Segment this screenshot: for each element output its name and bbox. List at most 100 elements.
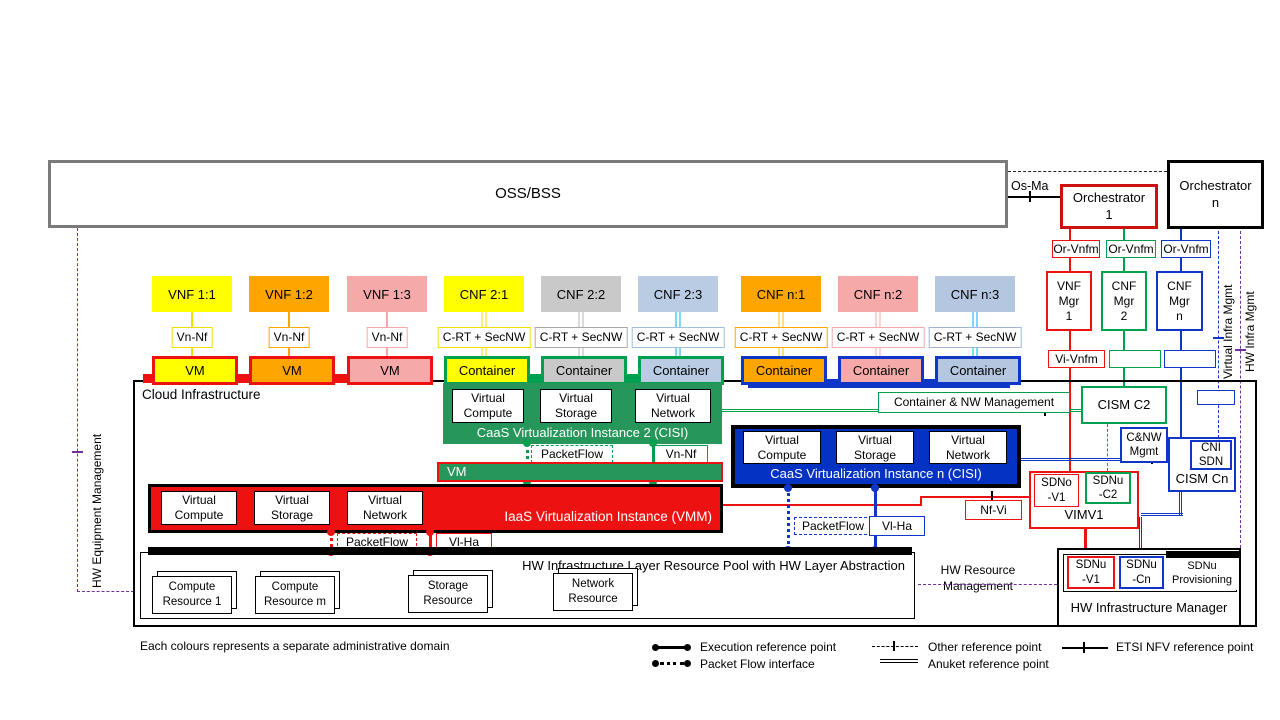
- nf-ref-label: C-RT + SecNW: [437, 327, 531, 348]
- container-box: Container: [638, 356, 724, 385]
- empty-green-box: [1109, 350, 1161, 368]
- legend-execution-icon: [684, 644, 691, 651]
- hw-abstraction-bar: [148, 547, 912, 555]
- hw-equipment-mgmt-label: HW Equipment Management: [90, 433, 104, 588]
- nf-vi-line: [920, 496, 1030, 498]
- caas2-cisi-box: Virtual Compute Virtual Storage Virtual …: [443, 383, 722, 444]
- hw-equipment-mgmt-line: [77, 228, 78, 592]
- orchestrator-1-box: Orchestrator 1: [1060, 184, 1158, 229]
- sdnu-v1-box: SDNu -V1: [1067, 556, 1115, 589]
- hw-infra-manager-box: SDNu -V1 SDNu -Cn SDNu Provisioning HW I…: [1057, 548, 1241, 627]
- endpoint-dot: [327, 528, 335, 536]
- nf-column-cnf23: CNF 2:3 C-RT + SecNW Container: [631, 276, 725, 385]
- iaas-vlha-line: [429, 531, 432, 553]
- nf-box: CNF 2:1: [444, 276, 524, 312]
- virtual-network-box: Virtual Network: [347, 491, 423, 525]
- endpoint-dot: [649, 439, 657, 447]
- or-vnfm-label-green: Or-Vnfm: [1106, 240, 1156, 258]
- vm-bar-label: VM: [447, 464, 467, 479]
- empty-blue-box-small: [1197, 390, 1235, 405]
- nf-box: CNF n:1: [741, 276, 821, 312]
- cism-cn-sdnu-line: [1141, 513, 1183, 516]
- nf-column-cnfn1: CNF n:1 C-RT + SecNW Container: [734, 276, 828, 385]
- virtual-storage-box: Virtual Storage: [836, 431, 914, 464]
- cnw-mgmt-box: C&NW Mgmt: [1120, 427, 1168, 463]
- stack-front: Compute Resource m: [255, 576, 335, 614]
- empty-blue-box: [1164, 350, 1216, 368]
- hw-resource-mgmt-line: [918, 584, 1057, 585]
- stack-front: Storage Resource: [408, 575, 488, 613]
- nf-column-cnfn3: CNF n:3 C-RT + SecNW Container: [928, 276, 1022, 385]
- cni-sdn-box: CNI SDN: [1190, 440, 1232, 470]
- hw-equipment-mgmt-line-horizontal: [77, 591, 134, 592]
- nf-column-vnf11: VNF 1:1 Vn-Nf VM: [152, 276, 238, 385]
- legend-packetflow-icon: [652, 660, 659, 667]
- legend-execution-icon: [652, 644, 659, 651]
- vimv1-sdnu-red-line: [1084, 529, 1087, 554]
- nf-vi-label: Nf-Vi: [965, 500, 1022, 520]
- vl-ha-label-blue: Vl-Ha: [869, 516, 925, 536]
- legend-etsi-label: ETSI NFV reference point: [1116, 640, 1254, 654]
- cism-c2-dashed-line: [1107, 424, 1108, 471]
- virtual-compute-box: Virtual Compute: [743, 431, 821, 464]
- cism-cn-sdnu-line: [1179, 492, 1182, 515]
- container-nw-mgmt-label: Container & NW Management: [878, 392, 1070, 413]
- virtual-storage-box: Virtual Storage: [254, 491, 330, 525]
- endpoint-dot: [649, 478, 657, 486]
- nf-vi-line: [920, 496, 922, 506]
- legend-etsi-icon: [1062, 647, 1108, 649]
- vi-vnfm-label: Vi-Vnfm: [1048, 350, 1105, 368]
- nf-ref-label: Vn-Nf: [268, 327, 310, 348]
- caasn-title: CaaS Virtualization Instance n (CISI): [770, 466, 982, 481]
- virtual-storage-box: Virtual Storage: [540, 389, 612, 423]
- cism-cn-sdnu-line: [1139, 517, 1142, 554]
- or-vnfm-label-blue: Or-Vnfm: [1161, 240, 1211, 258]
- sdnu-cn-box: SDNu -Cn: [1119, 556, 1164, 589]
- nf-ref-label: C-RT + SecNW: [928, 327, 1022, 348]
- container-box: Container: [838, 356, 924, 385]
- nf-box: VNF 1:1: [152, 276, 232, 312]
- legend-execution-icon: [657, 646, 685, 649]
- endpoint-dot: [871, 484, 879, 492]
- container-box: Container: [935, 356, 1021, 385]
- legend-packetflow-icon: [684, 660, 691, 667]
- nf-ref-label: C-RT + SecNW: [734, 327, 828, 348]
- nf-box: VNF 1:3: [347, 276, 427, 312]
- hw-infra-mgmt-line: [1240, 231, 1241, 548]
- packetflow-label-green: PacketFlow: [531, 445, 613, 463]
- oss-orchn-dashed-line: [1008, 171, 1167, 172]
- caasn-packetflow-line: [787, 488, 790, 550]
- vm-box: VM: [249, 356, 335, 385]
- nf-box: CNF n:2: [838, 276, 918, 312]
- compute-resource-m: Compute Resource m: [255, 571, 340, 614]
- vm-bar: VM: [437, 462, 723, 482]
- virtual-infra-mgmt-line: [1218, 231, 1219, 438]
- cloud-infrastructure-label: Cloud Infrastructure: [142, 387, 261, 402]
- nf-ref-label: C-RT + SecNW: [631, 327, 725, 348]
- network-resource: Network Resource: [553, 568, 638, 611]
- legend-etsi-icon: [1083, 642, 1085, 653]
- iaas-packetflow-line: [330, 531, 333, 553]
- legend-other-label: Other reference point: [928, 640, 1042, 654]
- iaas-title: IaaS Virtualization Instance (VMM): [504, 509, 712, 525]
- iaas-vmm-box: Virtual Compute Virtual Storage Virtual …: [148, 484, 723, 533]
- other-ref-tick: [1235, 349, 1246, 351]
- nf-column-vnf12: VNF 1:2 Vn-Nf VM: [249, 276, 335, 385]
- storage-resource: Storage Resource: [408, 570, 493, 613]
- other-ref-tick: [1213, 337, 1224, 339]
- virtual-network-box: Virtual Network: [635, 389, 711, 423]
- virtual-infra-mgmt-label: Virtual Infra Mgmt: [1221, 284, 1235, 379]
- nf-box: CNF n:3: [935, 276, 1015, 312]
- os-ma-label: Os-Ma: [1011, 179, 1049, 193]
- nf-ref-label: Vn-Nf: [366, 327, 408, 348]
- sdnu-c2-box: SDNu -C2: [1085, 472, 1131, 504]
- nf-ref-label: C-RT + SecNW: [831, 327, 925, 348]
- sdnu-provisioning-box: SDNu Provisioning: [1166, 558, 1238, 590]
- hw-resource-mgmt-label: HW Resource Management: [940, 563, 1016, 593]
- hw-infra-mgmt-label: HW Infra Mgmt: [1243, 291, 1257, 372]
- admin-domain-note: Each colours represents a separate admin…: [140, 639, 450, 653]
- cism-c2-box: CISM C2: [1081, 386, 1167, 424]
- sdnu-provisioning-bar: [1166, 551, 1240, 558]
- legend-other-icon: [893, 641, 895, 651]
